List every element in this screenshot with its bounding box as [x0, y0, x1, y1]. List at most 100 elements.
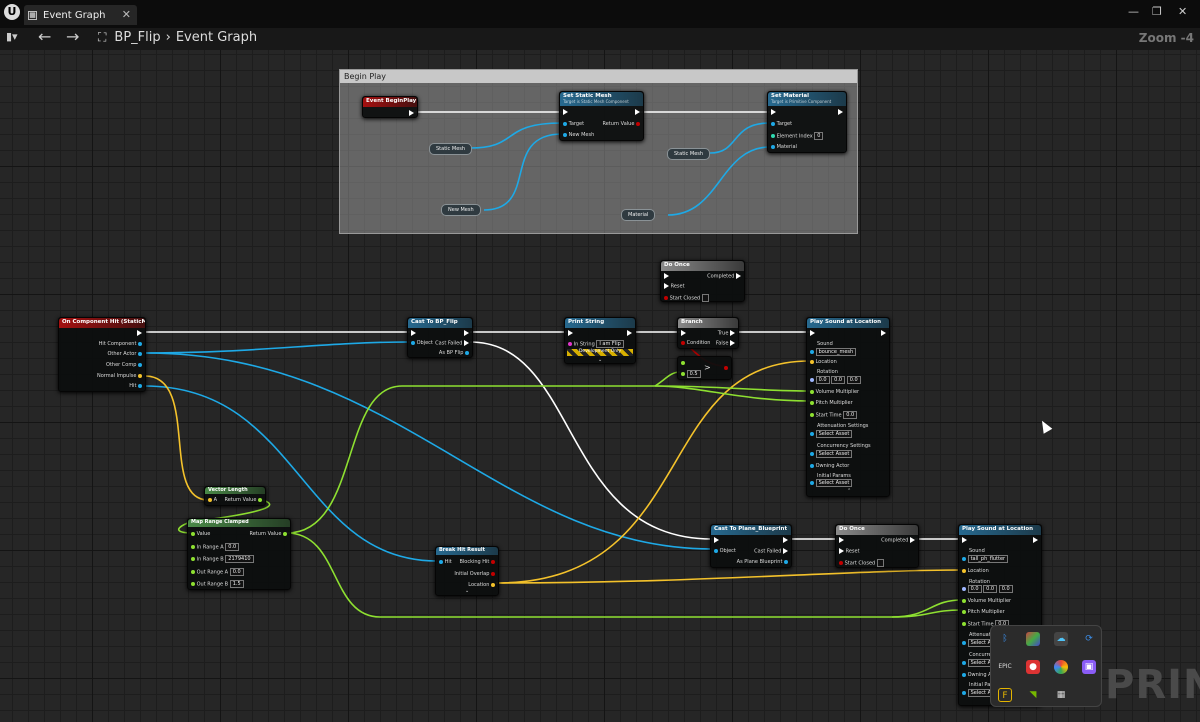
node-vector-length[interactable]: Vector Length A Return Value	[204, 486, 266, 506]
volume-multiplier-pin[interactable]: Volume Multiplier	[810, 389, 859, 395]
in-string-pin[interactable]: In String I am Flip	[568, 340, 624, 348]
record-icon[interactable]: ●	[1026, 660, 1040, 674]
node-cast-bp-flip[interactable]: Cast To BP_Flip Object Cast Failed As BP…	[407, 317, 473, 358]
bookmark-icon[interactable]: ▮▾	[6, 30, 18, 43]
result-pin[interactable]	[724, 365, 728, 371]
back-button[interactable]: ←	[38, 27, 52, 46]
sound-pin[interactable]: tall_ph_flutter	[962, 555, 1009, 563]
as-bp-flip-pin[interactable]: As BP Flip	[439, 350, 469, 356]
calculator-icon[interactable]: ▦	[1056, 690, 1066, 700]
node-print-string[interactable]: Print String In String I am Flip Develop…	[564, 317, 636, 364]
as-plane-blueprint-pin[interactable]: As Plane Blueprint	[737, 559, 788, 565]
node-branch[interactable]: Branch True Condition False	[677, 317, 739, 349]
hit-pin[interactable]: Hit	[439, 559, 452, 565]
out-range-a-pin[interactable]: Out Range A 0.0	[191, 568, 244, 576]
exec-out-pin[interactable]	[635, 109, 640, 116]
var-static-mesh[interactable]: Static Mesh	[667, 148, 711, 160]
initial-params-pin[interactable]: Select Asset	[810, 479, 853, 487]
photos-icon[interactable]	[1026, 632, 1040, 646]
exec-out-pin[interactable]	[1033, 537, 1038, 544]
return-value-pin[interactable]: Return Value	[602, 121, 640, 127]
cast-failed-pin[interactable]: Cast Failed	[435, 340, 469, 347]
pitch-multiplier-pin[interactable]: Pitch Multiplier	[810, 400, 853, 406]
sound-pin[interactable]: bounce_mesh	[810, 348, 857, 356]
exec-out-pin[interactable]	[838, 109, 843, 116]
location-pin[interactable]: Location	[962, 568, 989, 574]
exec-out-pin[interactable]	[881, 330, 886, 337]
condition-pin[interactable]: Condition	[681, 340, 710, 346]
file-icon[interactable]: F	[998, 688, 1012, 702]
exec-out-pin[interactable]	[464, 330, 469, 337]
bluetooth-icon[interactable]: ᛒ	[1002, 634, 1008, 644]
forward-button[interactable]: →	[66, 27, 80, 46]
a-pin[interactable]	[681, 360, 685, 366]
cast-failed-pin[interactable]: Cast Failed	[754, 548, 788, 555]
exec-in-pin[interactable]	[771, 109, 776, 116]
exec-out-pin[interactable]	[783, 537, 788, 544]
chrome-icon[interactable]	[1054, 660, 1068, 674]
target-pin[interactable]: Target	[771, 121, 792, 127]
a-pin[interactable]: A	[208, 497, 217, 503]
exec-out-pin[interactable]	[137, 330, 142, 337]
app-icon[interactable]: ▣	[1082, 660, 1096, 674]
exec-out-pin[interactable]	[627, 330, 632, 337]
value-pin[interactable]: Value	[191, 531, 210, 537]
location-pin[interactable]: Location	[468, 582, 495, 588]
onedrive-icon[interactable]: ☁	[1054, 632, 1068, 646]
normal-impulse-pin[interactable]: Normal Impulse	[97, 373, 142, 379]
minimize-button[interactable]: —	[1128, 5, 1139, 18]
exec-in-pin[interactable]	[962, 537, 967, 544]
expand-icon[interactable]: ⌄	[465, 588, 470, 594]
other-actor-pin[interactable]: Other Actor	[107, 351, 142, 357]
other-comp-pin[interactable]: Other Comp	[106, 362, 142, 368]
owning-actor-pin[interactable]: Owning Actor	[810, 463, 849, 469]
initial-overlap-pin[interactable]: Initial Overlap	[454, 571, 495, 577]
exec-in-pin[interactable]	[411, 330, 416, 337]
sync-icon[interactable]: ⟳	[1085, 634, 1093, 644]
node-do-once[interactable]: Do Once Completed Reset Start Closed	[660, 260, 745, 302]
target-pin[interactable]: Target	[563, 121, 584, 127]
epic-games-icon[interactable]: EPIC	[998, 663, 1012, 670]
out-range-b-pin[interactable]: Out Range B 1.5	[191, 580, 244, 588]
location-pin[interactable]: Location	[810, 359, 837, 365]
exec-in-pin[interactable]	[810, 330, 815, 337]
rotation-pin[interactable]: 0.0 0.0 0.0	[962, 585, 1013, 593]
owning-actor-pin[interactable]: Owning Act	[962, 672, 996, 678]
attenuation-pin[interactable]: Select Asset	[810, 430, 853, 438]
reset-pin[interactable]: Reset	[664, 283, 685, 290]
in-range-a-pin[interactable]: In Range A 0.0	[191, 543, 240, 551]
exec-in-pin[interactable]	[664, 273, 669, 280]
tab-event-graph[interactable]: ▦ Event Graph ✕	[24, 5, 137, 25]
node-play-sound-at-location[interactable]: Play Sound at Location Sound bounce_mesh…	[806, 317, 890, 497]
volume-multiplier-pin[interactable]: Volume Multiplier	[962, 598, 1011, 604]
exec-in-pin[interactable]	[839, 537, 844, 544]
hit-component-pin[interactable]: Hit Component	[99, 341, 142, 347]
hit-pin[interactable]: Hit	[129, 383, 142, 389]
maximize-button[interactable]: ❐	[1152, 5, 1162, 18]
start-time-pin[interactable]: Start Time 0.0	[810, 411, 858, 419]
object-pin[interactable]: Object	[714, 548, 736, 554]
rotation-pin[interactable]: 0.0 0.0 0.0	[810, 376, 861, 384]
expand-icon[interactable]: ⌄	[598, 357, 603, 363]
var-material[interactable]: Material	[621, 209, 656, 221]
b-pin[interactable]: 0.5	[681, 370, 701, 378]
node-cast-plane-blueprint[interactable]: Cast To Plane_Blueprint Object Cast Fail…	[710, 524, 792, 568]
node-map-range-clamped[interactable]: Map Range Clamped Value Return Value In …	[187, 518, 291, 590]
exec-in-pin[interactable]	[714, 537, 719, 544]
completed-pin[interactable]: Completed	[707, 273, 741, 280]
element-index-pin[interactable]: Element Index 0	[771, 132, 824, 140]
collapse-icon[interactable]: ⌃	[847, 488, 852, 494]
object-pin[interactable]: Object	[411, 340, 433, 346]
exec-in-pin[interactable]	[681, 330, 686, 337]
return-value-pin[interactable]: Return Value	[249, 531, 287, 537]
exec-in-pin[interactable]	[563, 109, 568, 116]
new-mesh-pin[interactable]: New Mesh	[563, 132, 594, 138]
breadcrumb-blueprint[interactable]: BP_Flip	[114, 30, 161, 45]
nvidia-icon[interactable]: ◥	[1029, 690, 1037, 700]
exec-out-pin[interactable]	[409, 110, 414, 117]
node-compare-float[interactable]: 0.5 >	[677, 356, 732, 380]
start-closed-pin[interactable]: Start Closed	[664, 294, 710, 302]
